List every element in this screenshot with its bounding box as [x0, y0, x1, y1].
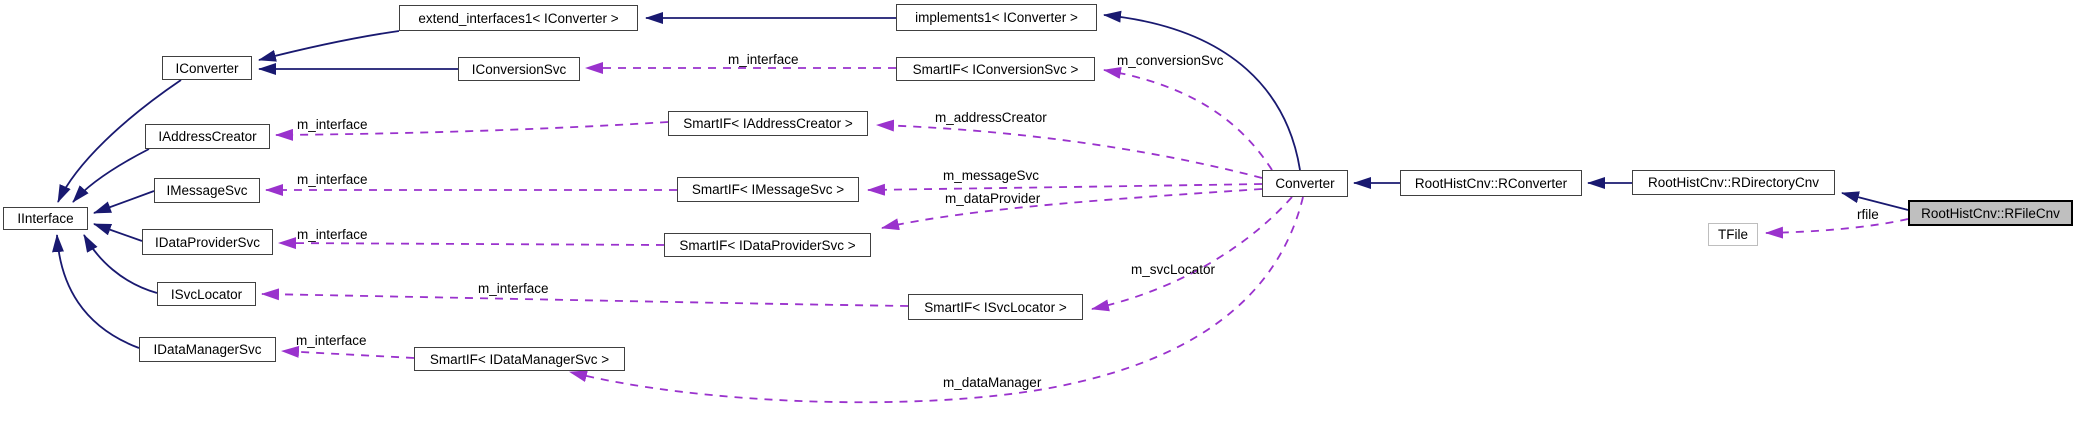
edge-extend-interfaces1-to-iconverter — [258, 30, 400, 62]
node-smartif-iconversionsvc[interactable]: SmartIF< IConversionSvc > — [896, 57, 1095, 81]
node-iaddresscreator[interactable]: IAddressCreator — [145, 124, 270, 149]
edge-label-m-interface-datamanagersvc: m_interface — [296, 333, 367, 348]
edge-label-m-interface-messagesvc: m_interface — [297, 172, 368, 187]
node-smartif-iaddresscreator[interactable]: SmartIF< IAddressCreator > — [668, 111, 868, 136]
node-roothistcnv-rfilecnv: RootHistCnv::RFileCnv — [1908, 200, 2073, 226]
edge-label-m-dataprovider: m_dataProvider — [945, 191, 1041, 206]
node-smartif-idataprovidersvc[interactable]: SmartIF< IDataProviderSvc > — [664, 233, 871, 257]
edge-label-rfile: rfile — [1857, 207, 1879, 222]
node-iconversionsvc[interactable]: IConversionSvc — [458, 57, 580, 81]
edge-idataprovidersvc-to-iinterface — [93, 223, 143, 242]
node-roothistcnv-rdirectorycnv[interactable]: RootHistCnv::RDirectoryCnv — [1632, 170, 1835, 195]
edge-converter-to-smartif-isvclocator — [1091, 196, 1293, 312]
node-implements1[interactable]: implements1< IConverter > — [896, 4, 1097, 31]
edge-converter-to-smartif-idataprovidersvc — [881, 188, 1263, 231]
node-extend-interfaces1[interactable]: extend_interfaces1< IConverter > — [399, 5, 638, 31]
edge-label-m-addresscreator: m_addressCreator — [935, 110, 1047, 125]
node-smartif-idatamanagersvc[interactable]: SmartIF< IDataManagerSvc > — [414, 347, 625, 371]
node-imessagesvc[interactable]: IMessageSvc — [154, 178, 260, 203]
node-smartif-isvclocator[interactable]: SmartIF< ISvcLocator > — [908, 294, 1083, 320]
edge-converter-to-smartif-idatamanagersvc — [569, 196, 1304, 404]
edge-label-m-conversionsvc: m_conversionSvc — [1117, 53, 1224, 68]
edge-iconverter-to-iinterface — [57, 79, 182, 203]
edge-label-m-interface-svclocator: m_interface — [478, 281, 549, 296]
edge-rfilecnv-to-tfile — [1765, 218, 1909, 239]
node-idatamanagersvc[interactable]: IDataManagerSvc — [139, 337, 276, 362]
edge-smartif-idatamanagersvc-to-idatamanagersvc — [281, 345, 415, 359]
edge-label-m-interface-addresscreator: m_interface — [297, 117, 368, 132]
edge-rfilecnv-to-rdirectorycnv — [1841, 191, 1909, 211]
edge-imessagesvc-to-iinterface — [93, 190, 155, 214]
edge-converter-to-smartif-iconversionsvc — [1103, 67, 1273, 171]
edge-smartif-idataprovidersvc-to-idataprovidersvc — [278, 237, 665, 250]
edge-isvclocator-to-iinterface — [83, 234, 158, 294]
node-idataprovidersvc[interactable]: IDataProviderSvc — [142, 229, 273, 255]
edge-idatamanagersvc-to-iinterface — [52, 234, 140, 349]
node-isvclocator[interactable]: ISvcLocator — [157, 282, 256, 306]
node-tfile[interactable]: TFile — [1708, 223, 1758, 246]
node-iconverter[interactable]: IConverter — [162, 56, 252, 80]
edge-converter-to-smartif-imessagesvc — [867, 183, 1263, 196]
edge-label-m-messagesvc: m_messageSvc — [943, 168, 1040, 183]
edge-label-m-interface-conversionsvc: m_interface — [728, 52, 799, 67]
edge-smartif-iaddresscreator-to-iaddresscreator — [275, 121, 669, 141]
node-roothistcnv-rconverter[interactable]: RootHistCnv::RConverter — [1400, 170, 1582, 196]
edge-label-m-datamanager: m_dataManager — [943, 375, 1042, 390]
edge-converter-to-implements1 — [1103, 10, 1301, 171]
node-iinterface[interactable]: IInterface — [3, 207, 88, 230]
node-converter[interactable]: Converter — [1262, 170, 1348, 197]
edge-iaddresscreator-to-iinterface — [72, 148, 150, 203]
edge-smartif-isvclocator-to-isvclocator — [261, 288, 909, 307]
edge-label-m-svclocator: m_svcLocator — [1131, 262, 1216, 277]
edge-converter-to-smartif-iaddresscreator — [876, 119, 1263, 179]
node-smartif-imessagesvc[interactable]: SmartIF< IMessageSvc > — [677, 177, 859, 202]
edge-label-m-interface-dataprovidersvc: m_interface — [297, 227, 368, 242]
